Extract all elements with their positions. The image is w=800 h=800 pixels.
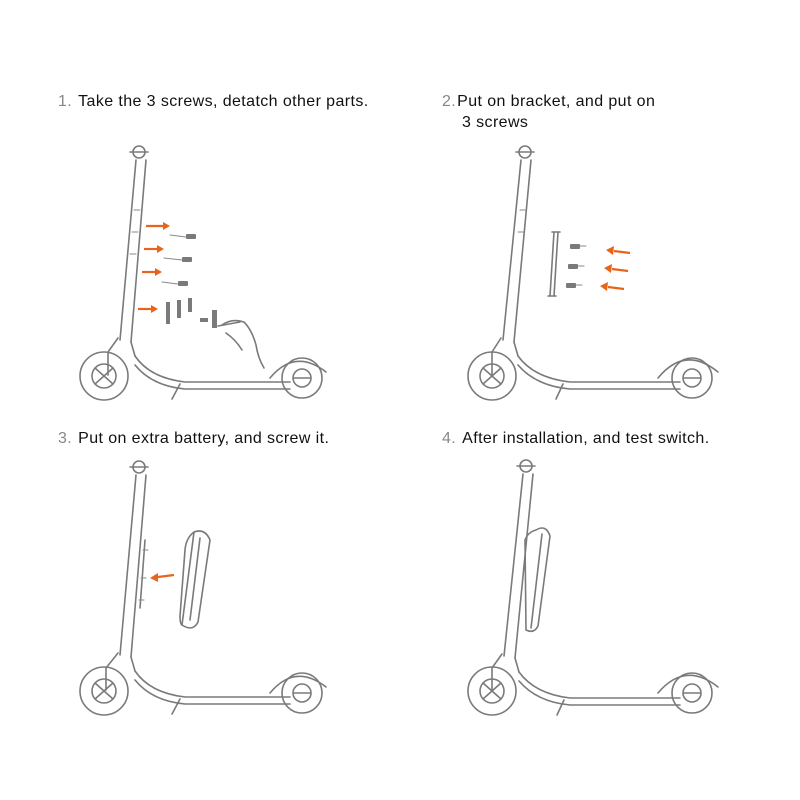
bracket-icon — [547, 231, 561, 297]
step-4-caption: 4. After installation, and test switch. — [442, 428, 710, 449]
scooter-frame — [79, 145, 327, 401]
battery-icon — [524, 527, 551, 633]
arrow-right-icon — [138, 222, 170, 313]
scooter-illustration — [467, 145, 719, 401]
step-text-line2: 3 screws — [462, 114, 529, 131]
step-2-caption: 2.Put on bracket, and put on 3 screws — [442, 91, 655, 133]
step-3: 3. Put on extra battery, and screw it. — [0, 400, 390, 780]
scooter-frame — [79, 460, 327, 716]
step-3-caption: 3. Put on extra battery, and screw it. — [58, 428, 329, 449]
step-text: After installation, and test switch. — [462, 430, 710, 447]
step-1: 1. Take the 3 screws, detatch other parts… — [0, 0, 390, 401]
hand-icon — [217, 319, 265, 369]
screw-icon — [161, 234, 217, 328]
step-text: Take the 3 screws, detatch other parts. — [78, 93, 369, 110]
step-4: 4. After installation, and test switch. — [400, 400, 790, 780]
step-number: 3. — [58, 430, 73, 447]
step-number: 4. — [442, 430, 457, 447]
arrow-left-icon — [600, 246, 631, 291]
screw-icon — [566, 244, 587, 288]
scooter-illustration — [467, 459, 719, 716]
scooter-frame — [467, 145, 719, 401]
arrow-left-icon — [150, 573, 175, 582]
step-2: 2.Put on bracket, and put on 3 screws — [400, 0, 790, 401]
step-number: 2. — [442, 93, 457, 110]
scooter-illustration — [79, 460, 327, 716]
step-text: Put on bracket, and put on — [457, 93, 656, 110]
step-number: 1. — [58, 93, 73, 110]
scooter-frame — [467, 459, 719, 716]
step-1-caption: 1. Take the 3 screws, detatch other parts… — [58, 91, 369, 112]
step-text: Put on extra battery, and screw it. — [78, 430, 330, 447]
scooter-illustration — [79, 145, 327, 401]
battery-icon — [179, 530, 211, 629]
